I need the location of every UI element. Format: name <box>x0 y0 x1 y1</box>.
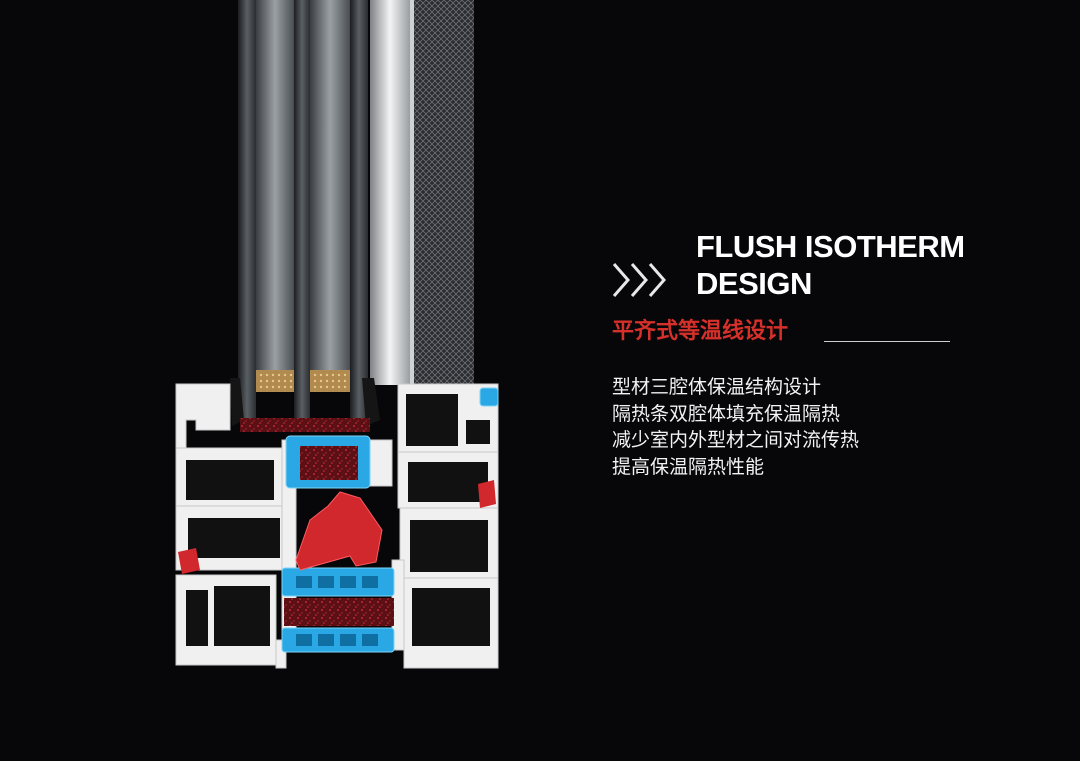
feature-item: 提高保温隔热性能 <box>612 455 765 478</box>
page-title: FLUSH ISOTHERM DESIGN <box>696 228 965 302</box>
feature-item: 隔热条双腔体填充保温隔热 <box>612 402 841 425</box>
feature-list: 型材三腔体保温结构设计 隔热条双腔体填充保温隔热 减少室内外型材之间对流传热 提… <box>612 374 859 480</box>
feature-item: 型材三腔体保温结构设计 <box>612 376 822 398</box>
window-profile-cross-section <box>175 0 499 669</box>
feature-item: 减少室内外型材之间对流传热 <box>612 429 860 451</box>
title-line-2: DESIGN <box>696 266 812 301</box>
subtitle: 平齐式等温线设计 <box>612 319 789 344</box>
divider <box>824 341 950 342</box>
title-line-1: FLUSH ISOTHERM <box>696 229 965 264</box>
triple-chevron-right-icon <box>612 263 666 297</box>
